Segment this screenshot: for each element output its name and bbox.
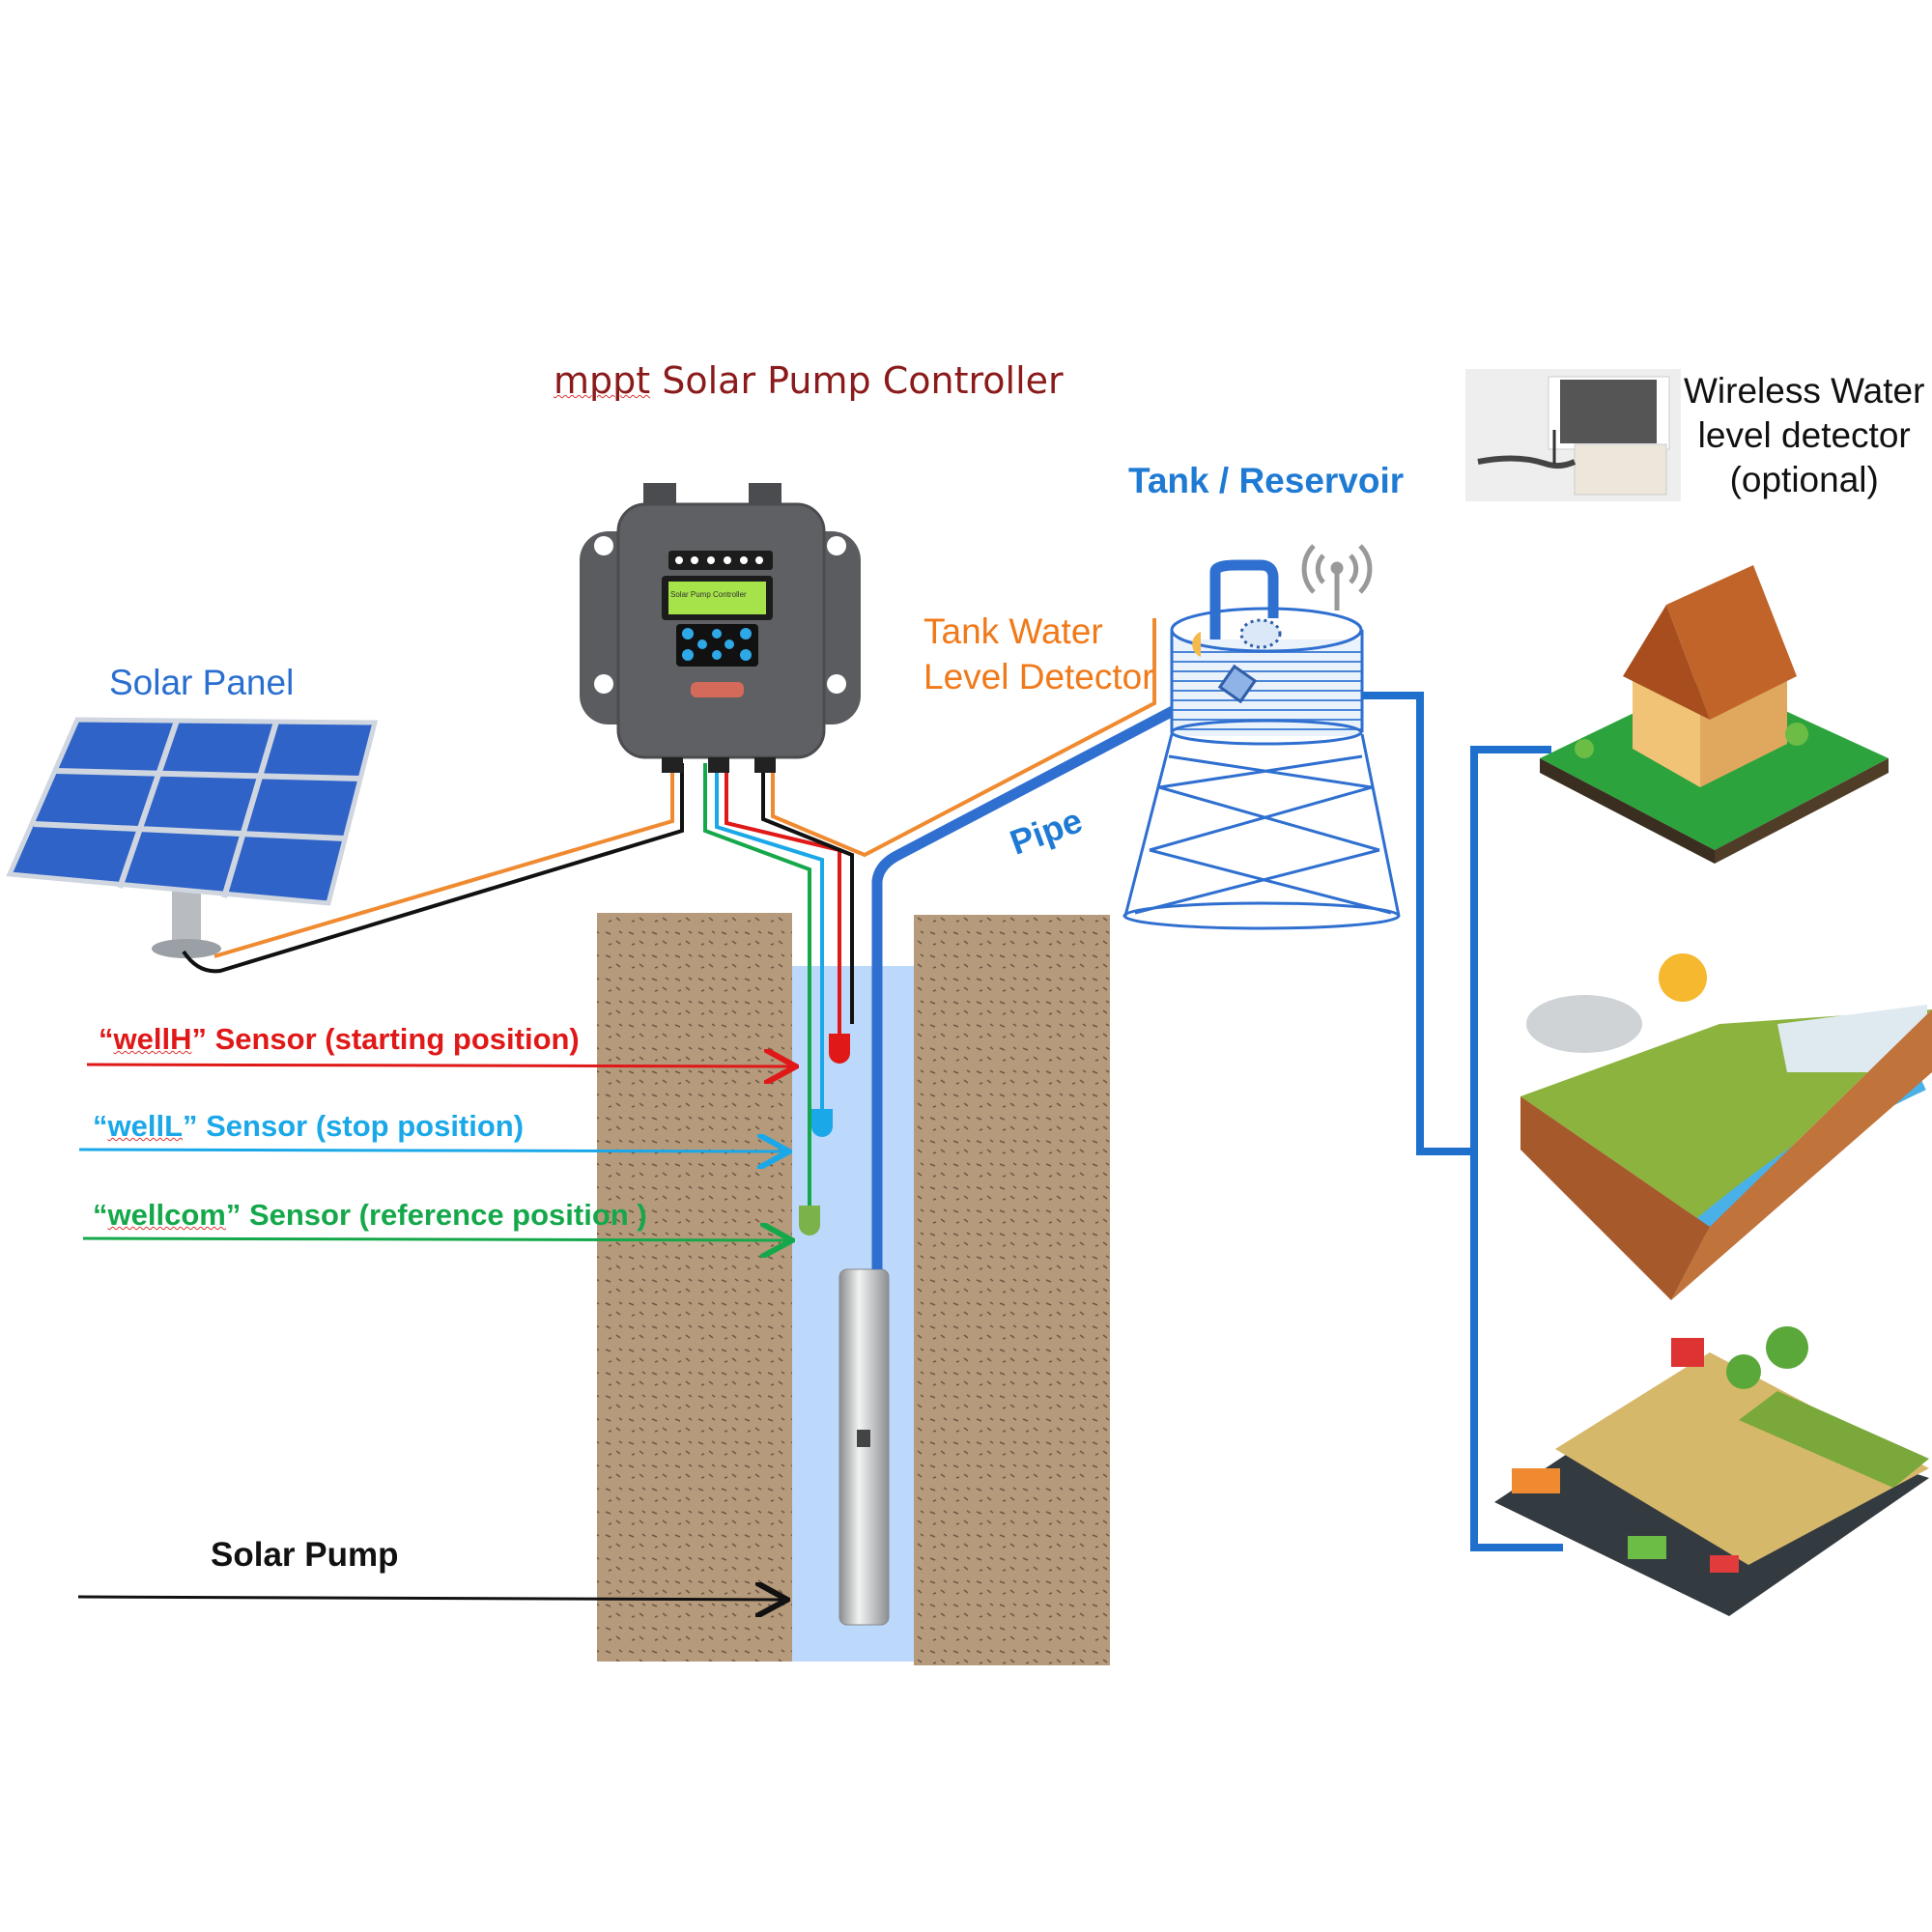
- sensor-name: wellH: [113, 1022, 192, 1056]
- sensor-desc: ” Sensor (reference position ): [225, 1198, 647, 1232]
- wellcom-sensor: [799, 1206, 820, 1236]
- tank-reservoir-label: Tank / Reservoir: [1128, 461, 1405, 500]
- tank-detector-line1: Tank Water: [923, 611, 1103, 651]
- mppt-controller: [580, 483, 861, 773]
- solar-pump: [838, 1268, 890, 1626]
- sensor-name: wellcom: [107, 1198, 226, 1232]
- solar-panel: [6, 717, 379, 958]
- farm-illustration: [1520, 953, 1932, 1300]
- market-illustration: [1494, 1326, 1929, 1616]
- controller-title: mppt Solar Pump Controller: [554, 359, 1064, 402]
- house-illustration: [1540, 565, 1889, 864]
- controller-screen-text: Solar Pump Controller: [670, 590, 747, 599]
- wireless-detector-label: Wireless Water level detector (optional): [1684, 369, 1924, 502]
- controller-screen: [668, 582, 766, 614]
- antenna-icon: [1301, 544, 1373, 611]
- soil-left: [597, 913, 792, 1662]
- title-rest: Solar Pump Controller: [650, 359, 1064, 402]
- sensor-desc: ” Sensor (starting position): [191, 1022, 580, 1056]
- tank-detector-label: Tank Water Level Detector: [923, 609, 1154, 699]
- wellcom-sensor-label: “wellcom” Sensor (reference position ): [93, 1198, 647, 1233]
- tank-detector-line2: Level Detector: [923, 657, 1154, 696]
- soil-right: [914, 915, 1110, 1665]
- wireless-detector-image: [1465, 369, 1681, 501]
- cables: [182, 618, 1156, 1208]
- wellcom-arrow: [82, 1238, 792, 1240]
- solar-panel-label: Solar Panel: [109, 663, 295, 702]
- wireless-line2: level detector: [1697, 415, 1911, 455]
- title-prefix: mppt: [554, 359, 651, 402]
- wellL-sensor-label: “wellL” Sensor (stop position): [93, 1109, 524, 1144]
- wireless-line3: (optional): [1729, 460, 1879, 499]
- quote: “: [99, 1022, 114, 1056]
- sensor-desc: ” Sensor (stop position): [183, 1109, 525, 1143]
- quote: “: [93, 1109, 108, 1143]
- wellH-sensor-label: “wellH” Sensor (starting position): [99, 1022, 580, 1057]
- sensor-name: wellL: [107, 1109, 184, 1143]
- wellL-arrow: [78, 1150, 789, 1151]
- quote: “: [93, 1198, 108, 1232]
- wireless-line1: Wireless Water: [1684, 371, 1925, 411]
- wellL-sensor: [811, 1109, 833, 1137]
- pump-arrow: [77, 1597, 787, 1600]
- tank-tower: [1122, 607, 1401, 930]
- distribution-pipe: [1362, 692, 1563, 1551]
- wellH-arrow: [86, 1065, 796, 1066]
- pipe: [871, 559, 1279, 1269]
- wellH-sensor: [829, 1034, 850, 1064]
- solar-pump-label: Solar Pump: [211, 1536, 399, 1574]
